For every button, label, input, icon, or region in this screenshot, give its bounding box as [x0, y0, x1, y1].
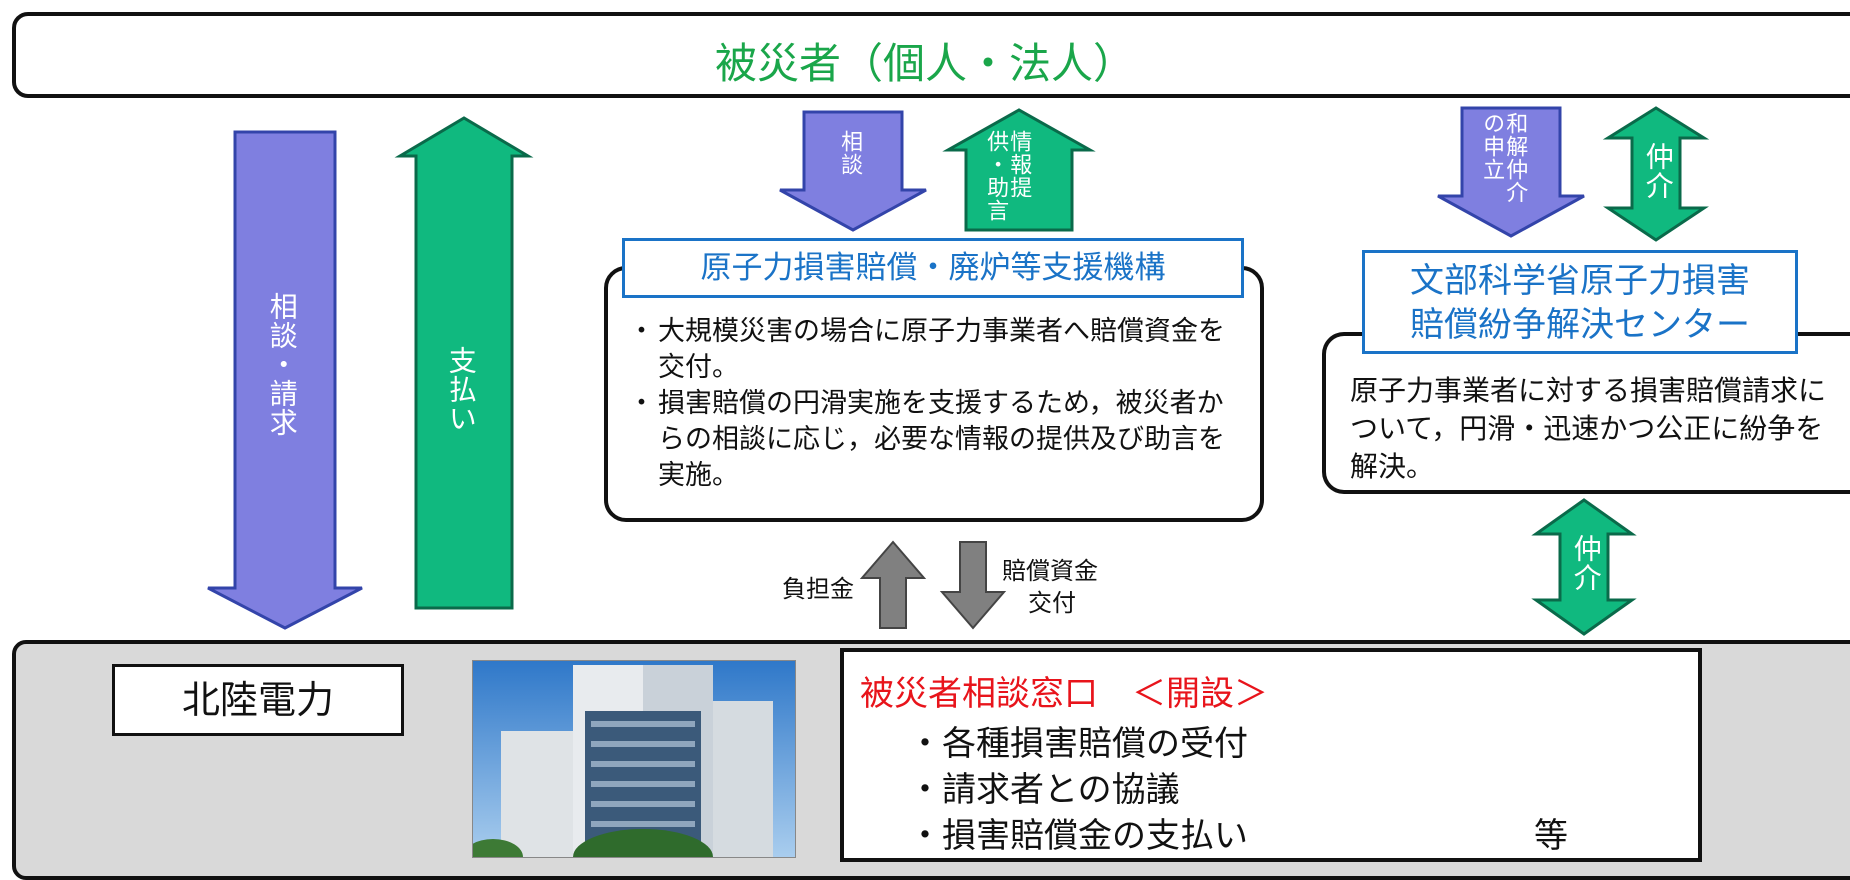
victims-title: 被災者（個人・法人）	[714, 39, 1135, 88]
burden-arrow	[859, 540, 927, 629]
adr-title: 文部科学省原子力損害 賠償紛争解決センター	[1362, 250, 1798, 354]
funds-arrow	[939, 541, 1007, 630]
window-item-3-text: 損害賠償金の支払い	[942, 816, 1248, 856]
window-item-3: ・損害賠償金の支払い	[908, 816, 1248, 856]
office-building-image	[473, 661, 795, 857]
consultation-window-title: 被災者相談窓口 ＜開設＞	[860, 674, 1268, 714]
window-item-2: ・請求者との協議	[908, 770, 1180, 810]
window-item-1: ・各種損害賠償の受付	[908, 724, 1248, 764]
mediation-top-arrow	[1602, 106, 1710, 242]
ndf-title: 原子力損害賠償・廃炉等支援機構	[622, 238, 1244, 298]
adr-title-line1: 文部科学省原子力損害	[1410, 261, 1750, 301]
arrows-layer	[207, 106, 1710, 636]
ndf-bullet-2: 損害賠償の円滑実施を支援するため，被災者からの相談に応じ，必要な情報の提供及び助…	[628, 386, 1240, 494]
adr-title-line2: 賠償紛争解決センター	[1410, 305, 1750, 345]
adr-body: 原子力事業者に対する損害賠償請求について，円滑・迅速かつ公正に紛争を解決。	[1350, 374, 1827, 483]
funds-label-line2: 交付	[1028, 589, 1076, 617]
consult-arrow	[779, 110, 927, 232]
mediation-bottom-label: 仲介	[1569, 534, 1603, 592]
victims-box	[12, 12, 1850, 98]
ndf-bullet-1: 大規模災害の場合に原子力事業者へ賠償資金を交付。	[628, 314, 1240, 386]
info-advice-arrow	[942, 108, 1096, 232]
window-etc: 等	[1534, 816, 1568, 856]
consult-claim-label: 相談・請求	[265, 292, 299, 437]
adr-box: 原子力事業者に対する損害賠償請求について，円滑・迅速かつ公正に紛争を解決。	[1322, 332, 1850, 494]
window-item-1-text: 各種損害賠償の受付	[942, 724, 1248, 764]
mediation-request-label: 和解仲介の申立	[1479, 112, 1528, 204]
office-building-photo	[472, 660, 796, 858]
consult-claim-arrow	[207, 130, 363, 630]
ndf-box: 大規模災害の場合に原子力事業者へ賠償資金を交付。 損害賠償の円滑実施を支援するた…	[604, 266, 1264, 522]
mediation-request-arrow	[1437, 106, 1585, 238]
payment-label: 支払い	[444, 346, 478, 433]
funds-label-line1: 賠償資金	[1002, 557, 1098, 585]
consultation-window-box	[840, 648, 1702, 862]
payment-arrow	[394, 116, 534, 610]
company-name: 北陸電力	[112, 664, 404, 736]
consult-label: 相談	[837, 130, 863, 176]
info-advice-label: 情報提供・助言	[983, 130, 1032, 222]
burden-label: 負担金	[782, 575, 854, 603]
window-item-2-text: 請求者との協議	[942, 770, 1180, 810]
mediation-top-label: 仲介	[1641, 142, 1675, 200]
mediation-bottom-arrow	[1531, 498, 1637, 636]
